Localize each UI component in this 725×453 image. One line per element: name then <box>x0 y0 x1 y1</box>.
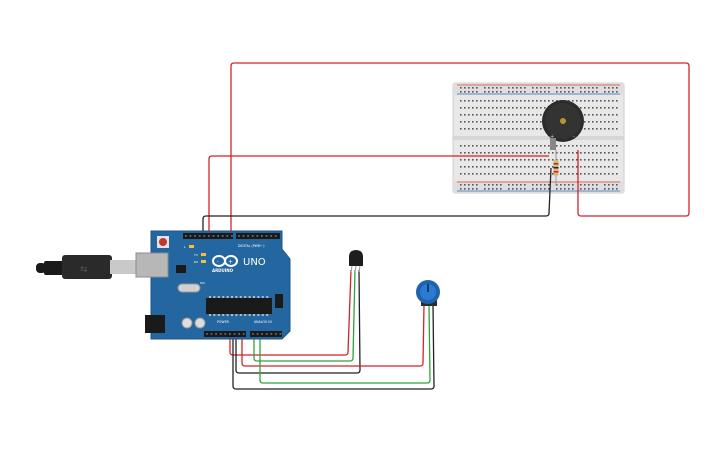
wires[interactable] <box>202 62 690 390</box>
potentiometer[interactable] <box>416 280 440 306</box>
wire-green-pot[interactable] <box>259 304 431 384</box>
piezo-buzzer[interactable]: + - <box>542 100 584 142</box>
wire-red-top-loop[interactable] <box>230 62 690 236</box>
wire-red-breadboard[interactable] <box>208 155 549 236</box>
usb-port[interactable] <box>135 252 169 278</box>
svg-text:-: - <box>573 134 575 140</box>
buzzer-leg <box>550 138 556 150</box>
wire-black-pot[interactable] <box>232 304 435 390</box>
power-label: POWER <box>217 320 230 324</box>
l-led <box>189 245 194 248</box>
svg-text:+: + <box>228 259 233 266</box>
tx-led <box>201 253 206 256</box>
brand-label: ARDUINO <box>212 268 234 273</box>
digital-pins <box>185 235 277 237</box>
icsp-header[interactable] <box>275 294 283 308</box>
rx-label: RX <box>194 260 198 264</box>
capacitors <box>181 317 206 329</box>
svg-text:-: - <box>217 259 219 265</box>
digital-label: DIGITAL (PWM~) <box>238 244 264 248</box>
wire-black-tmp36[interactable] <box>235 269 361 374</box>
svg-text:⇆: ⇆ <box>80 265 88 275</box>
wire-black-breadboard[interactable] <box>202 167 552 236</box>
breadboard[interactable] <box>452 82 625 194</box>
power-jack[interactable] <box>145 315 165 333</box>
power-analog-pins <box>206 333 282 335</box>
reset-button[interactable] <box>157 236 169 248</box>
atmega-chip <box>206 298 272 314</box>
resistor[interactable] <box>553 150 559 186</box>
on-label: ON <box>200 281 205 285</box>
wire-green-tmp36[interactable] <box>253 269 356 362</box>
arduino-logo: - + <box>212 255 238 267</box>
tx-label: TX <box>193 253 198 257</box>
wire-red-tmp36[interactable] <box>229 269 352 356</box>
temperature-sensor[interactable] <box>349 250 363 273</box>
crystal <box>177 283 201 293</box>
analog-label: ANALOG IN <box>254 320 272 324</box>
svg-text:+: + <box>550 134 554 140</box>
board-model-label: UNO <box>243 257 266 268</box>
rx-led <box>201 260 206 263</box>
arduino-uno-board[interactable]: - + UNO ARDUINO DIGITAL (PWM~) POWER ANA… <box>135 230 291 340</box>
l-label: L <box>184 245 186 249</box>
usb-cable[interactable]: ⇆ <box>36 255 136 279</box>
wire-red-pot[interactable] <box>241 304 425 367</box>
